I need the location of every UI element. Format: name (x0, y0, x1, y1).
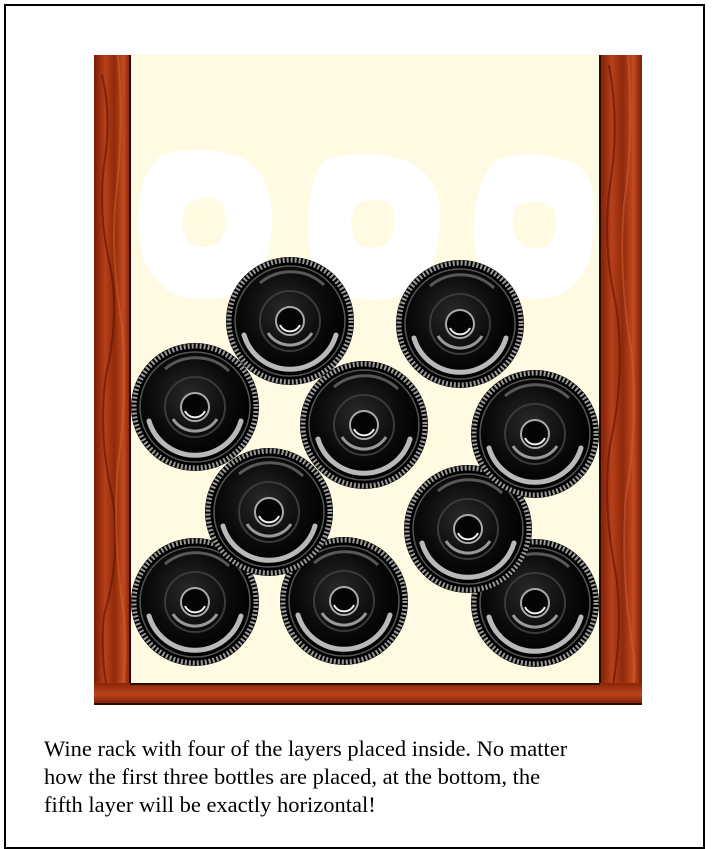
rack-right-post (599, 55, 642, 705)
bottle (226, 257, 354, 385)
wine-rack-illustration (94, 55, 642, 705)
bottle (205, 448, 333, 576)
figure-caption: Wine rack with four of the layers placed… (44, 735, 684, 819)
caption-line-3: fifth layer will be exactly horizontal! (44, 791, 684, 819)
bottle (300, 361, 428, 489)
rack-left-post (94, 55, 131, 705)
caption-line-1: Wine rack with four of the layers placed… (44, 735, 684, 763)
bottle (471, 370, 599, 498)
bottle (396, 260, 524, 388)
rack-bottom-board (94, 683, 642, 705)
bottle (131, 343, 259, 471)
caption-line-2: how the first three bottles are placed, … (44, 763, 684, 791)
